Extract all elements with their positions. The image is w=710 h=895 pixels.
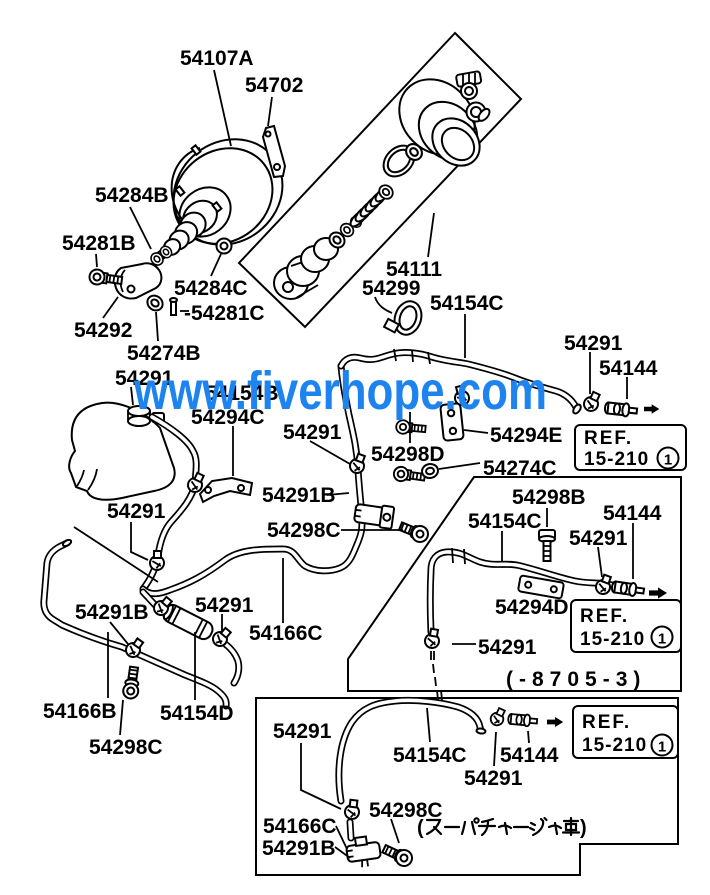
svg-text:54291B: 54291B [75,601,149,624]
svg-text:54291: 54291 [564,332,623,355]
svg-text:54144: 54144 [500,744,559,767]
svg-text:54274C: 54274C [483,457,557,480]
svg-text:54107A: 54107A [180,47,254,70]
svg-text:54292: 54292 [74,319,132,342]
svg-text:15-210: 15-210 [582,735,647,756]
svg-text:15-210: 15-210 [580,629,645,650]
svg-text:54111: 54111 [386,258,442,281]
svg-text:54166C: 54166C [263,815,337,838]
svg-text:54291: 54291 [115,367,174,390]
svg-text:54291: 54291 [478,636,537,659]
svg-text:1: 1 [664,452,672,469]
svg-text:REF.: REF. [584,428,633,449]
svg-text:54154C: 54154C [393,744,467,767]
svg-text:54291: 54291 [464,767,523,790]
svg-text:): ) [580,817,587,839]
svg-text:54284B: 54284B [95,184,169,207]
svg-text:54154B: 54154B [205,382,279,405]
svg-text:54291B: 54291B [262,484,336,507]
svg-text:(-8705-3): (-8705-3) [506,668,646,691]
svg-text:54284C: 54284C [174,277,248,300]
svg-text:(: ( [417,817,424,839]
svg-text:54298C: 54298C [369,799,443,822]
svg-text:54294C: 54294C [191,406,265,429]
svg-text:54298B: 54298B [512,486,586,509]
svg-text:54166B: 54166B [43,700,117,723]
svg-text:-54281C: -54281C [184,302,265,325]
svg-text:54294D: 54294D [495,596,569,619]
svg-text:REF.: REF. [580,606,629,627]
svg-text:54291: 54291 [569,527,628,550]
svg-text:54298C: 54298C [267,519,341,542]
svg-text:15-210: 15-210 [584,449,649,470]
svg-text:54291: 54291 [273,720,332,743]
svg-text:54166C: 54166C [249,622,323,645]
svg-text:REF.: REF. [582,712,631,733]
svg-text:54144: 54144 [603,502,662,525]
svg-text:54294E: 54294E [490,424,562,447]
svg-text:54298C: 54298C [89,736,163,759]
svg-text:54291: 54291 [195,594,254,617]
svg-text:54154D: 54154D [160,702,234,725]
svg-text:www.fiverhope.com: www.fiverhope.com [133,361,547,421]
svg-text:54144: 54144 [599,357,658,380]
svg-text:54299: 54299 [362,277,420,300]
svg-text:54702: 54702 [245,74,303,97]
svg-text:54291B: 54291B [262,837,336,860]
svg-text:54154C: 54154C [468,510,542,533]
svg-text:54154C: 54154C [430,292,504,315]
svg-text:54274B: 54274B [127,342,201,365]
svg-text:1: 1 [658,631,666,648]
svg-text:1: 1 [658,739,666,756]
svg-text:54291: 54291 [283,421,342,444]
svg-text:54298D: 54298D [371,443,445,466]
svg-text:54281B: 54281B [62,232,136,255]
svg-text:54291: 54291 [107,500,166,523]
